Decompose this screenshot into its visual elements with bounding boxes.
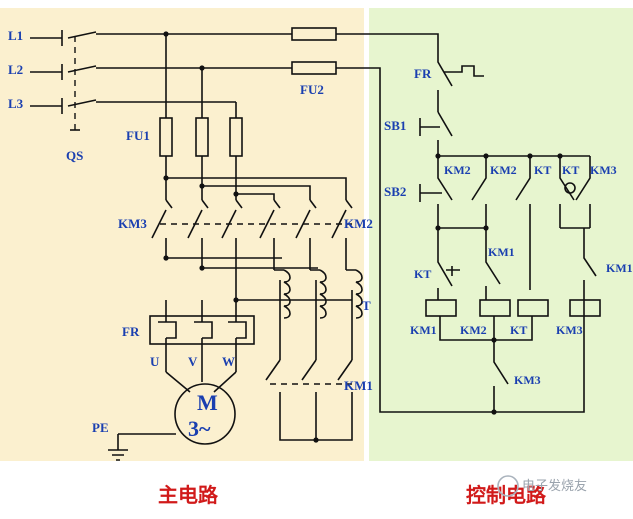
label-transformer: T (362, 298, 371, 313)
label-coil-kt: KT (510, 323, 527, 337)
label-km1-d: KM1 (606, 261, 633, 275)
label-u: U (150, 354, 160, 369)
label-coil-km2: KM2 (460, 323, 487, 337)
label-km2-a: KM2 (444, 163, 471, 177)
label-l3: L3 (8, 96, 24, 111)
main-circuit-panel (0, 8, 364, 461)
control-circuit-panel (369, 8, 633, 461)
label-qs: QS (66, 148, 83, 163)
label-km3-a: KM3 (590, 163, 617, 177)
watermark-logo-icon (497, 475, 519, 497)
label-sb2: SB2 (384, 184, 406, 199)
watermark-text: 电子发烧友 (522, 478, 587, 494)
label-km3-bottom: KM3 (514, 373, 541, 387)
label-coil-km3: KM3 (556, 323, 583, 337)
label-l1: L1 (8, 28, 23, 43)
label-coil-km1: KM1 (410, 323, 437, 337)
caption-control-circuit: 控制电路 (466, 483, 547, 507)
label-pe: PE (92, 420, 109, 435)
label-motor-m: M (197, 390, 218, 415)
control-circuit-wiring (419, 55, 601, 415)
label-fu1: FU1 (126, 128, 150, 143)
label-km1-main: KM1 (344, 378, 373, 393)
label-sb1: SB1 (384, 118, 406, 133)
label-v: V (188, 354, 198, 369)
watermark: 电子发烧友 (497, 475, 587, 497)
caption-main-circuit: 主电路 (158, 483, 219, 507)
label-kt-c: KT (414, 267, 431, 281)
label-motor-phase: 3~ (188, 416, 211, 441)
label-fr-ctrl: FR (414, 66, 432, 81)
label-km2-b: KM2 (490, 163, 517, 177)
label-fu2: FU2 (300, 82, 324, 97)
label-w: W (222, 354, 235, 369)
main-circuit-wiring (30, 27, 585, 461)
label-kt-a: KT (534, 163, 551, 177)
label-kt-b: KT (562, 163, 579, 177)
label-km2-main: KM2 (344, 216, 373, 231)
label-km1-c: KM1 (488, 245, 515, 259)
label-fr-main: FR (122, 324, 140, 339)
label-km3-main: KM3 (118, 216, 147, 231)
label-l2: L2 (8, 62, 23, 77)
